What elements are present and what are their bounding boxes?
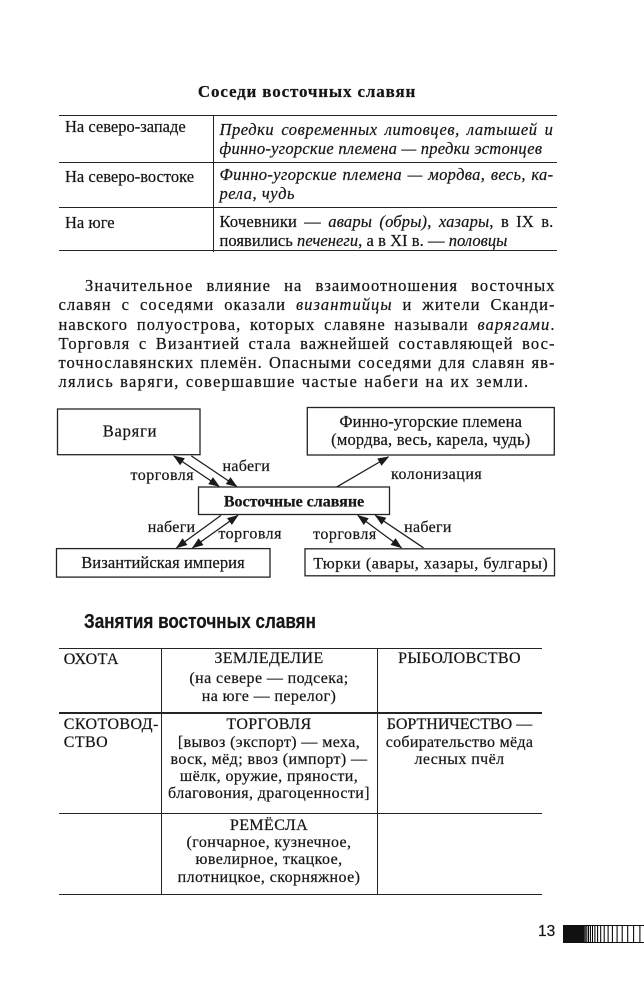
svg-text:набеги: набеги	[223, 458, 271, 475]
svg-text:торговля: торговля	[131, 467, 195, 484]
svg-text:(мордва, весь, карела, чудь): (мордва, весь, карела, чудь)	[331, 430, 530, 449]
svg-text:Византийская империя: Византийская империя	[81, 553, 245, 572]
svg-text:набеги: набеги	[148, 519, 196, 536]
svg-text:Финно-угорские племена: Финно-угорские племена	[339, 412, 522, 431]
svg-text:Варяги: Варяги	[103, 421, 158, 440]
svg-text:Тюрки (авары, хазары, булгары): Тюрки (авары, хазары, булгары)	[313, 555, 548, 572]
svg-text:торговля: торговля	[313, 526, 377, 543]
svg-text:Восточные славяне: Восточные славяне	[224, 493, 364, 510]
svg-text:набеги: набеги	[404, 519, 452, 536]
svg-text:торговля: торговля	[218, 525, 282, 542]
svg-text:колонизация: колонизация	[391, 466, 482, 483]
